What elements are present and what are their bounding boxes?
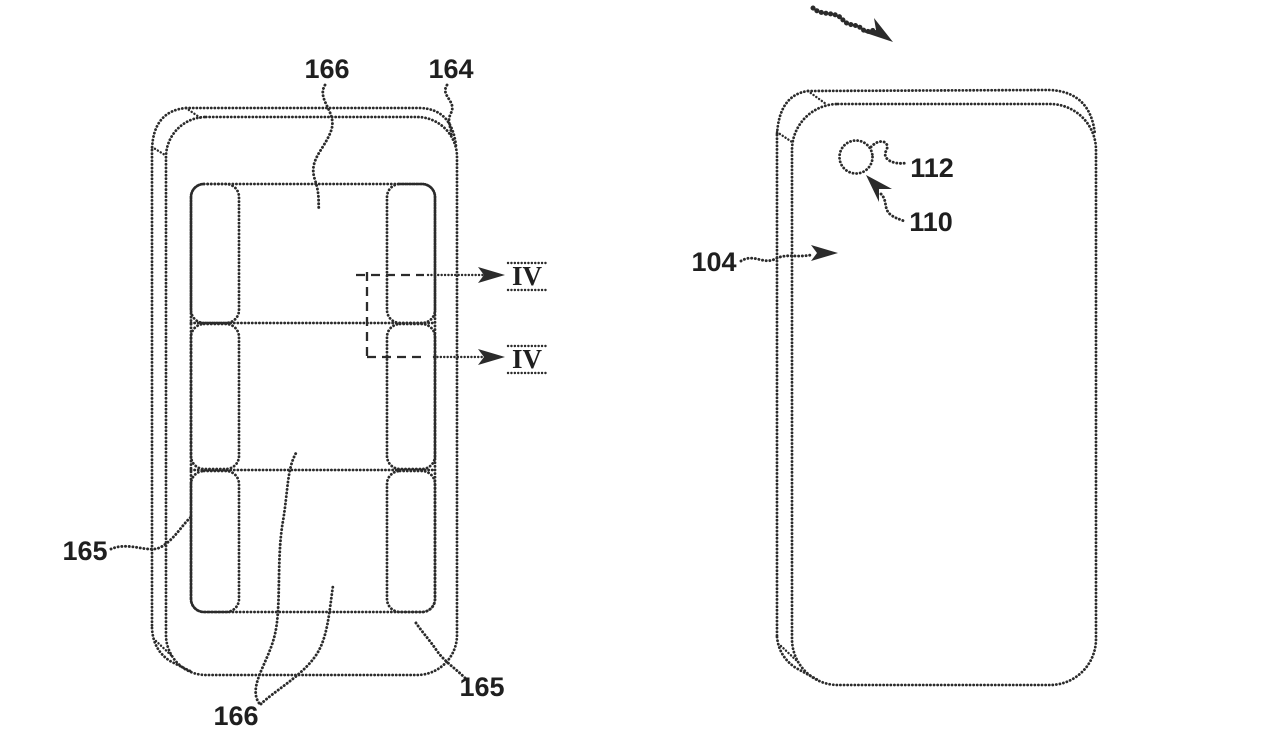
leader-165-bottom-right: [412, 618, 467, 680]
camera-pointer-arrow-head: [866, 175, 892, 202]
stipple-bar-right-middle: [385, 322, 437, 471]
leader-110: [879, 192, 906, 223]
leader-166-top: [311, 83, 334, 213]
ref-label-165-left: 165: [62, 536, 107, 566]
ref-label-110: 110: [909, 207, 953, 237]
ref-label-104: 104: [691, 247, 736, 277]
left-device-figure: IV IV 166 164 165 165 166: [62, 54, 548, 731]
housing-pointer-arrow-head: [811, 245, 838, 261]
stipple-bar-left-top: [189, 182, 241, 325]
section-label-iv-lower: IV: [512, 344, 543, 374]
leader-104: [739, 253, 813, 263]
camera-lens-circle: [838, 139, 874, 175]
section-arrow-upper: IV: [426, 261, 548, 292]
left-device-outer-bottom-corner: [150, 626, 194, 674]
right-device-outer-corner-arc: [775, 89, 810, 137]
stipple-bar-left-bottom: [189, 469, 241, 614]
right-device-corner-chamfer-bottom: [779, 644, 799, 663]
view-direction-arrow: [810, 5, 893, 42]
view-direction-arrow-tail: [810, 5, 877, 34]
left-device-outer-corner-arc: [150, 106, 188, 152]
stipple-bar-left-middle: [189, 322, 241, 471]
leader-166-bottom-a: [254, 451, 298, 705]
left-device-corner-chamfer-side: [150, 145, 167, 157]
section-arrow-upper-head: [478, 267, 505, 283]
right-device-outer-top-edge: [806, 88, 1097, 137]
left-device-front-face-outline: [164, 115, 459, 677]
ref-label-112: 112: [910, 153, 954, 183]
housing-pointer-arrow-104: [739, 245, 838, 263]
stipple-bar-right-top: [385, 182, 437, 325]
section-arrow-lower-head: [478, 349, 505, 365]
leader-166-bottom-b: [259, 584, 335, 706]
ref-label-166-bottom: 166: [213, 701, 258, 731]
panel-array-outline: [189, 182, 437, 614]
section-label-iv-upper: IV: [512, 261, 543, 291]
view-direction-arrow-head: [863, 18, 893, 42]
left-device-outer-top-edge: [184, 106, 458, 148]
stipple-bar-right-bottom: [385, 469, 437, 614]
left-device-corner-chamfer-top: [184, 106, 204, 121]
right-device-corner-chamfer-top: [806, 89, 828, 106]
ref-label-166-top: 166: [304, 54, 349, 84]
section-arrow-lower: IV: [432, 344, 548, 375]
leader-165-left: [109, 515, 193, 551]
ref-label-165-bottom-right: 165: [459, 672, 504, 702]
left-device-corner-chamfer-bottom: [154, 639, 175, 659]
right-device-figure: 112 110 104: [691, 5, 1098, 687]
leader-112: [869, 140, 908, 165]
right-device-corner-chamfer-side: [775, 130, 794, 144]
right-device-outer-bottom-corner: [775, 635, 820, 682]
leader-164: [443, 83, 454, 137]
ref-label-164: 164: [428, 54, 473, 84]
right-device-back-face-outline: [790, 102, 1098, 687]
